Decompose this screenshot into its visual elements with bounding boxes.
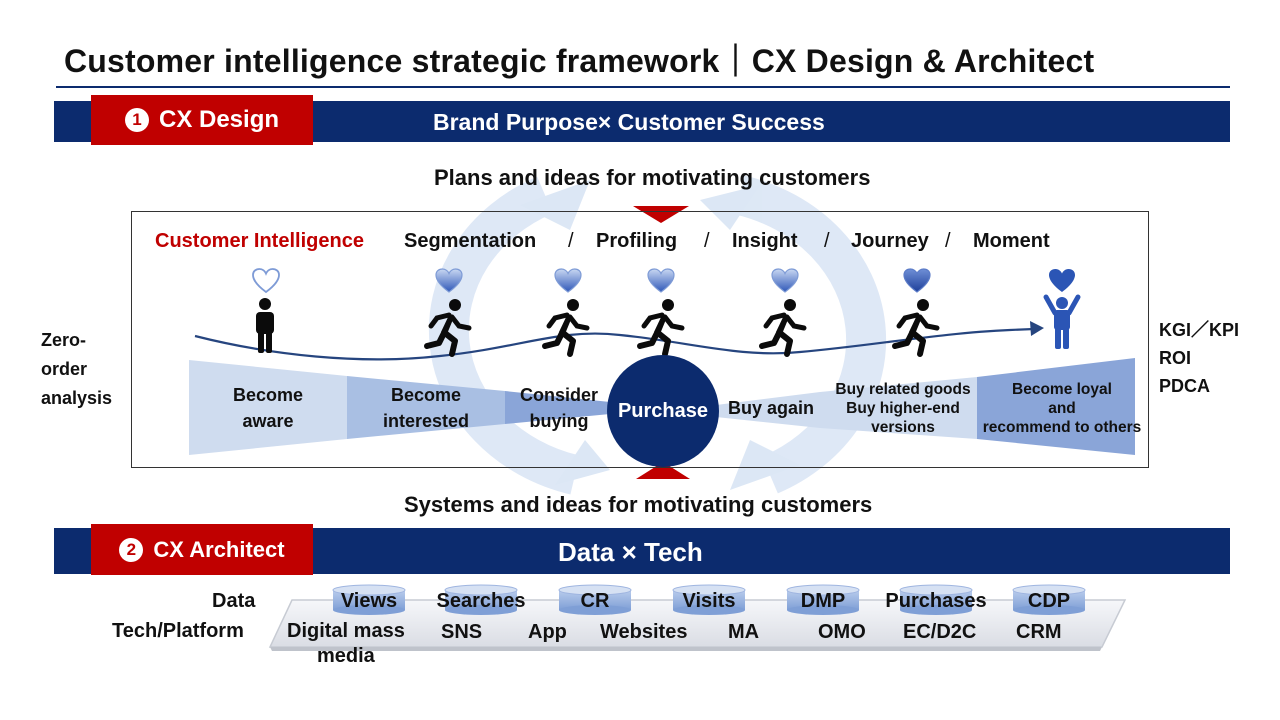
cheering-person-icon — [1043, 294, 1081, 349]
cycle-arrowhead-bottom — [555, 440, 610, 485]
note-line: KGI／KPI — [1159, 320, 1240, 340]
customer-intelligence-frame — [131, 211, 1149, 468]
ci-segmentation: Segmentation — [404, 230, 537, 252]
brand-purpose-text: Brand Purpose× Customer Success — [433, 109, 825, 135]
note-line: PDCA — [1159, 376, 1211, 396]
tech-row-label: Tech/Platform — [112, 620, 244, 642]
cylinder-dmp — [786, 584, 860, 615]
cx-architect-tag: 2 CX Architect — [91, 524, 313, 575]
platform-shadow — [270, 647, 1102, 651]
ci-separator: / — [945, 230, 951, 252]
title-divider — [56, 86, 1230, 88]
note-line: Zero- — [41, 330, 86, 350]
tech-websites: Websites — [600, 621, 688, 643]
page-title: Customer intelligence strategic framewor… — [64, 43, 1095, 79]
cycle-arrowhead-right — [730, 440, 800, 490]
zero-order-analysis-note: Zero- order analysis — [41, 326, 112, 413]
funnel-related-shape — [820, 377, 977, 439]
data-cdp: CDP — [1027, 590, 1071, 612]
cylinder-purchases — [899, 584, 973, 615]
data-views: Views — [340, 590, 398, 612]
ci-separator: / — [568, 230, 574, 252]
journey-curve-arrowhead — [1030, 321, 1044, 336]
data-visits: Visits — [682, 590, 736, 612]
cylinder-cr — [558, 584, 632, 615]
cylinder-cdp — [1012, 584, 1086, 615]
ci-journey: Journey — [851, 230, 929, 252]
systems-heading: Systems and ideas for motivating custome… — [404, 492, 873, 517]
data-tech-text: Data × Tech — [558, 537, 703, 567]
section-number-badge: 1 — [124, 108, 149, 132]
tech-ec-d2c: EC/D2C — [903, 621, 977, 643]
cycle-arrowhead-top — [700, 185, 760, 230]
funnel-loyal-shape — [977, 358, 1135, 455]
cycle-arrowhead-left — [520, 180, 590, 230]
down-triangle-marker — [633, 206, 689, 223]
cx-design-label: CX Design — [158, 106, 280, 133]
tech-sns: SNS — [441, 621, 483, 643]
standing-person-icon — [256, 298, 274, 353]
funnel-buy-again-shape — [716, 392, 820, 428]
plans-heading: Plans and ideas for motivating customers — [434, 165, 871, 190]
stage-purchase: Purchase — [607, 355, 719, 467]
tech-app: App — [528, 621, 567, 643]
cylinder-searches — [444, 584, 518, 615]
note-line: order — [41, 359, 88, 379]
kpi-note: KGI／KPI ROI PDCA — [1159, 316, 1239, 400]
funnel-consider-shape — [505, 391, 610, 424]
cx-architect-label: CX Architect — [153, 536, 285, 562]
data-row-label: Data — [212, 590, 256, 612]
up-triangle-marker — [636, 462, 690, 479]
customer-intelligence-label: Customer Intelligence — [155, 230, 364, 252]
funnel-interested-shape — [347, 376, 505, 439]
ci-separator: / — [704, 230, 710, 252]
data-dmp: DMP — [800, 590, 846, 612]
cx-design-tag: 1 CX Design — [91, 95, 313, 145]
data-purchases: Purchases — [885, 590, 987, 612]
tech-omo: OMO — [818, 621, 866, 643]
cylinder-visits — [672, 584, 746, 615]
cylinder-views — [332, 584, 406, 615]
tech-ma: MA — [728, 621, 760, 643]
ci-profiling: Profiling — [596, 230, 678, 252]
stage-buy-again: Buy again — [727, 398, 815, 418]
funnel-aware-shape — [189, 360, 347, 455]
section-number-badge: 2 — [119, 537, 144, 562]
data-searches: Searches — [436, 590, 526, 612]
tech-digital-mass-media: Digital mass media — [287, 620, 405, 667]
ci-insight: Insight — [732, 230, 798, 252]
note-line: analysis — [41, 388, 113, 408]
note-line: ROI — [1159, 348, 1192, 368]
ci-moment: Moment — [973, 230, 1050, 252]
data-cylinders — [332, 584, 1086, 615]
cycle-arrows-decoration — [428, 175, 887, 495]
ci-separator: / — [824, 230, 830, 252]
data-cr: CR — [580, 590, 610, 612]
journey-curve — [194, 327, 1035, 361]
tech-crm: CRM — [1016, 621, 1062, 643]
